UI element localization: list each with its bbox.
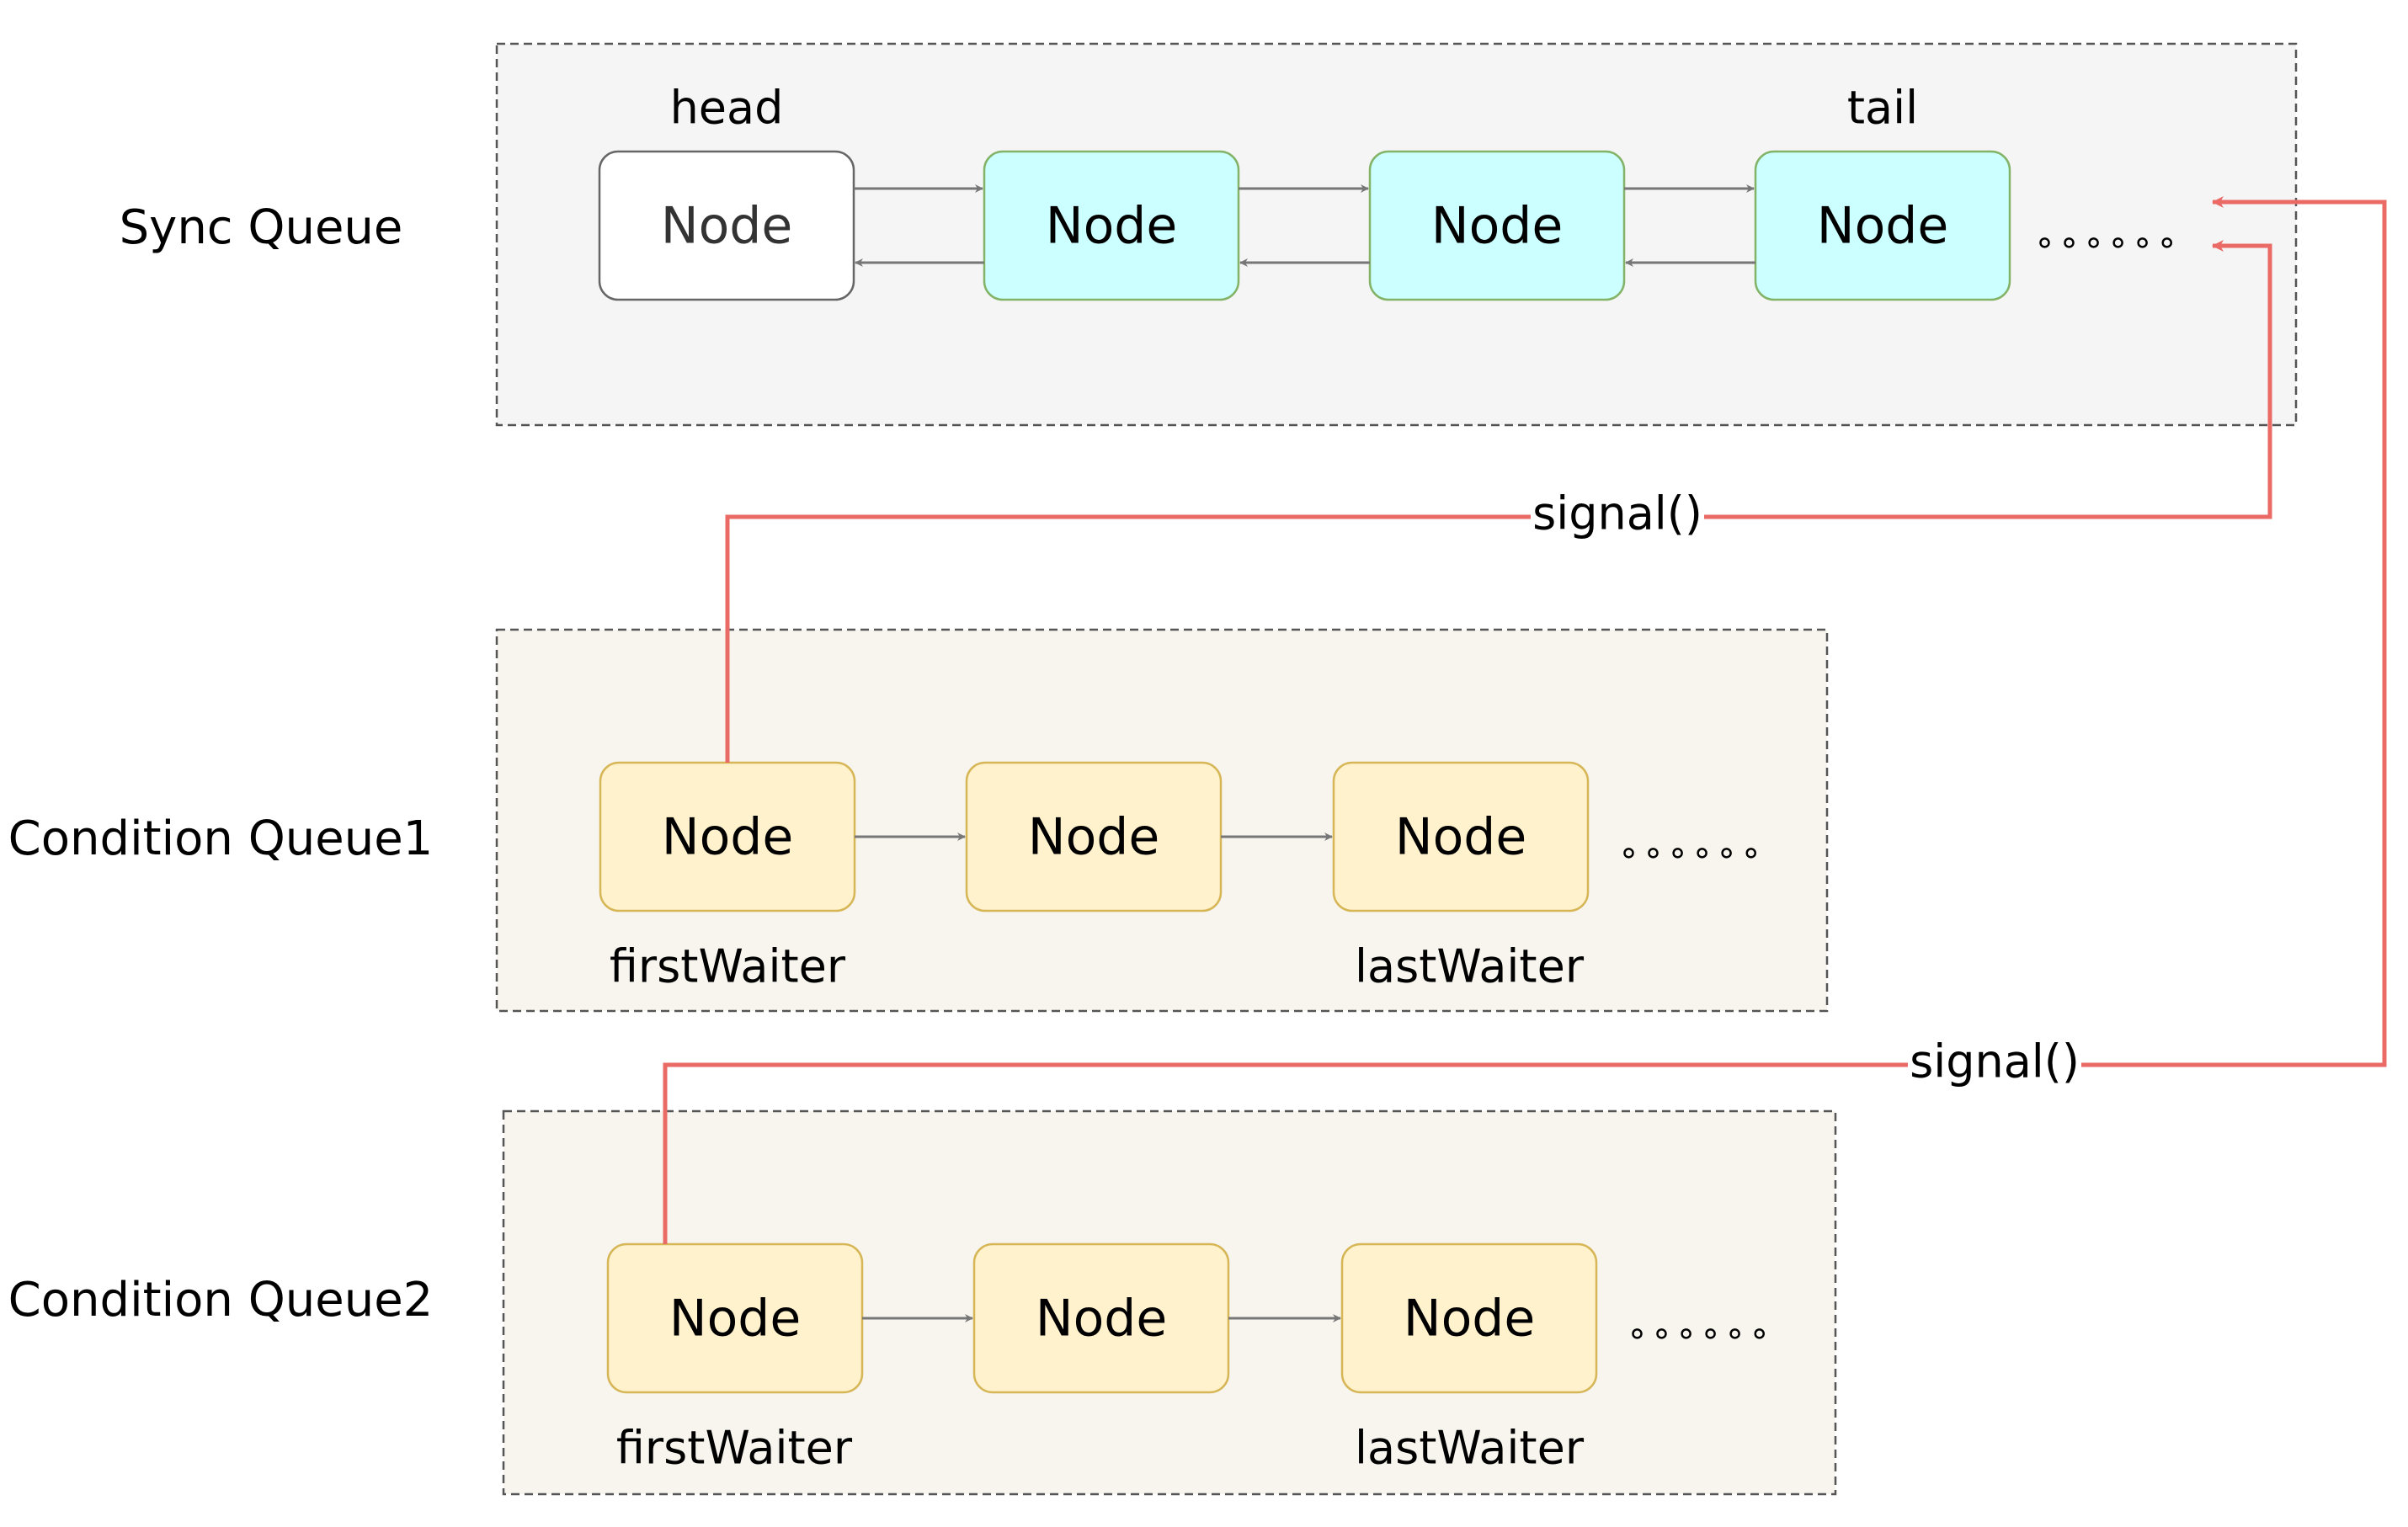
cq2-node-2-label: Node: [1036, 1290, 1168, 1349]
sync-node-3: Node: [1368, 150, 1626, 301]
cq1-node-2: Node: [965, 761, 1223, 912]
cq1-last-waiter-label: lastWaiter: [1355, 940, 1585, 993]
sync-head-node: Node: [598, 150, 855, 301]
cq2-first-node: Node: [606, 1242, 864, 1394]
cq1-last-node-label: Node: [1395, 808, 1527, 867]
signal-arrow-cq2: [663, 196, 2387, 1244]
signal-label-cq2-bg: [1908, 1039, 2081, 1091]
cq1-node-2-label: Node: [1028, 808, 1160, 867]
signal-label-cq1: signal(): [1532, 487, 1702, 540]
cq1-last-node: Node: [1332, 761, 1590, 912]
cq1-first-node-label: Node: [662, 808, 794, 867]
signal-label-cq1-bg: [1531, 492, 1704, 544]
sync-queue-label: Sync Queue: [120, 200, 403, 255]
sync-node-3-label: Node: [1431, 197, 1564, 256]
sync-node-2-label: Node: [1046, 197, 1178, 256]
cq2-node-2: Node: [972, 1242, 1230, 1394]
cq2-last-waiter-label: lastWaiter: [1355, 1422, 1585, 1475]
sync-node-2: Node: [983, 150, 1240, 301]
cq1-first-node: Node: [599, 761, 856, 912]
cq2-ellipsis: ∘∘∘∘∘∘: [1627, 1314, 1773, 1353]
condition-queue1-label: Condition Queue1: [8, 811, 434, 866]
cq1-ellipsis: ∘∘∘∘∘∘: [1618, 833, 1765, 872]
cq2-first-node-label: Node: [669, 1290, 802, 1349]
sync-queue-ellipsis: ∘∘∘∘∘∘: [2034, 223, 2181, 262]
condition-queue2-label: Condition Queue2: [8, 1273, 434, 1327]
head-label: head: [670, 82, 784, 135]
cq2-last-node-label: Node: [1404, 1290, 1536, 1349]
cq2-last-node: Node: [1340, 1242, 1598, 1394]
tail-label: tail: [1847, 82, 1918, 135]
signal-label-cq2: signal(): [1910, 1035, 2080, 1088]
sync-head-node-label: Node: [661, 197, 793, 256]
cq2-first-waiter-label: firstWaiter: [616, 1422, 853, 1475]
cq1-first-waiter-label: firstWaiter: [610, 940, 846, 993]
sync-tail-node-label: Node: [1817, 197, 1949, 256]
sync-tail-node: Node: [1754, 150, 2011, 301]
signal-arrow-cq1: [725, 240, 2272, 763]
